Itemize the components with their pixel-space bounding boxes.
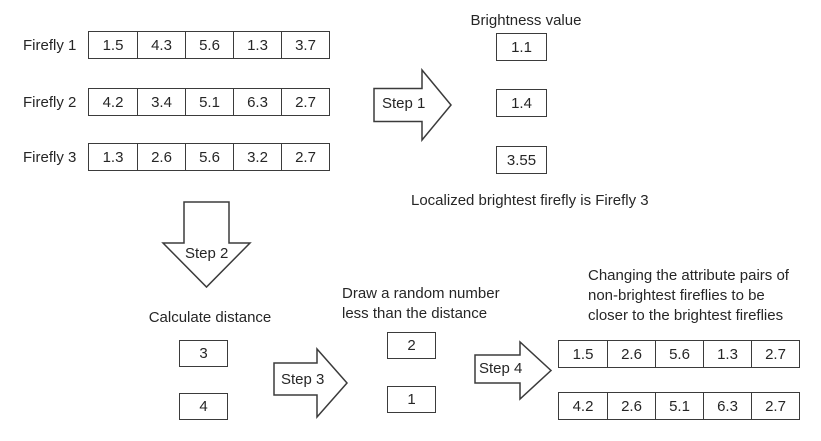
- random-value-box: 2: [387, 332, 436, 359]
- step-2-label: Step 2: [185, 245, 229, 262]
- attribute-cell: 6.3: [703, 393, 751, 419]
- random-value-box: 1: [387, 386, 436, 413]
- attribute-cell: 6.3: [233, 89, 281, 115]
- attribute-cell: 5.6: [185, 32, 233, 58]
- attribute-cell: 2.6: [607, 393, 655, 419]
- random-number-title-line2: less than the distance: [342, 305, 488, 322]
- down-arrow-icon: [161, 201, 252, 289]
- attribute-cell: 1.3: [703, 341, 751, 367]
- attribute-cell: 1.5: [572, 345, 594, 363]
- brightness-value-box: 3.55: [496, 146, 547, 174]
- firefly-2-row: 4.2 3.4 5.1 6.3 2.7: [88, 88, 330, 116]
- updated-firefly-2-row: 4.2 2.6 5.1 6.3 2.7: [558, 392, 800, 420]
- brightness-title: Brightness value: [470, 12, 582, 29]
- attribute-cell: 3.7: [281, 32, 329, 58]
- attribute-cell: 4.2: [572, 397, 594, 415]
- attribute-cell: 2.7: [281, 89, 329, 115]
- step-1-arrow: Step 1: [373, 67, 452, 143]
- right-arrow-icon: [273, 347, 349, 419]
- step-1-label: Step 1: [382, 95, 426, 112]
- attribute-cell: 3.2: [233, 144, 281, 170]
- brightness-value-box: 1.1: [496, 33, 547, 61]
- attribute-cell: 5.6: [185, 144, 233, 170]
- attribute-cell: 4.2: [102, 93, 124, 111]
- update-title-line1: Changing the attribute pairs of: [588, 267, 789, 284]
- step-3-label: Step 3: [281, 371, 325, 388]
- attribute-cell: 5.1: [185, 89, 233, 115]
- distance-value-box: 3: [179, 340, 228, 367]
- firefly-3-row: 1.3 2.6 5.6 3.2 2.7: [88, 143, 330, 171]
- firefly-1-row: 1.5 4.3 5.6 1.3 3.7: [88, 31, 330, 59]
- attribute-cell: 2.7: [281, 144, 329, 170]
- attribute-cell: 4.3: [137, 32, 185, 58]
- attribute-cell: 2.6: [137, 144, 185, 170]
- step-4-label: Step 4: [479, 360, 523, 377]
- brightest-firefly-note: Localized brightest firefly is Firefly 3: [411, 192, 649, 209]
- attribute-cell: 5.6: [655, 341, 703, 367]
- attribute-cell: 3.4: [137, 89, 185, 115]
- update-title-line2: non-brightest fireflies to be: [588, 287, 765, 304]
- attribute-cell: 2.6: [607, 341, 655, 367]
- updated-firefly-1-row: 1.5 2.6 5.6 1.3 2.7: [558, 340, 800, 368]
- step-2-arrow: Step 2: [161, 201, 252, 289]
- attribute-cell: 1.3: [233, 32, 281, 58]
- firefly-3-label: Firefly 3: [23, 149, 77, 166]
- attribute-cell: 2.7: [751, 341, 799, 367]
- right-arrow-icon: [373, 67, 452, 143]
- firefly-2-label: Firefly 2: [23, 94, 77, 111]
- step-3-arrow: Step 3: [273, 347, 349, 419]
- brightness-value-box: 1.4: [496, 89, 547, 117]
- random-number-title-line1: Draw a random number: [342, 285, 500, 302]
- right-arrow-icon: [474, 340, 553, 401]
- distance-value-box: 4: [179, 393, 228, 420]
- attribute-cell: 1.3: [102, 148, 124, 166]
- calculate-distance-title: Calculate distance: [148, 309, 272, 326]
- firefly-1-label: Firefly 1: [23, 37, 77, 54]
- attribute-cell: 1.5: [102, 36, 124, 54]
- attribute-cell: 2.7: [751, 393, 799, 419]
- step-4-arrow: Step 4: [474, 340, 553, 401]
- update-title-line3: closer to the brightest fireflies: [588, 307, 784, 324]
- attribute-cell: 5.1: [655, 393, 703, 419]
